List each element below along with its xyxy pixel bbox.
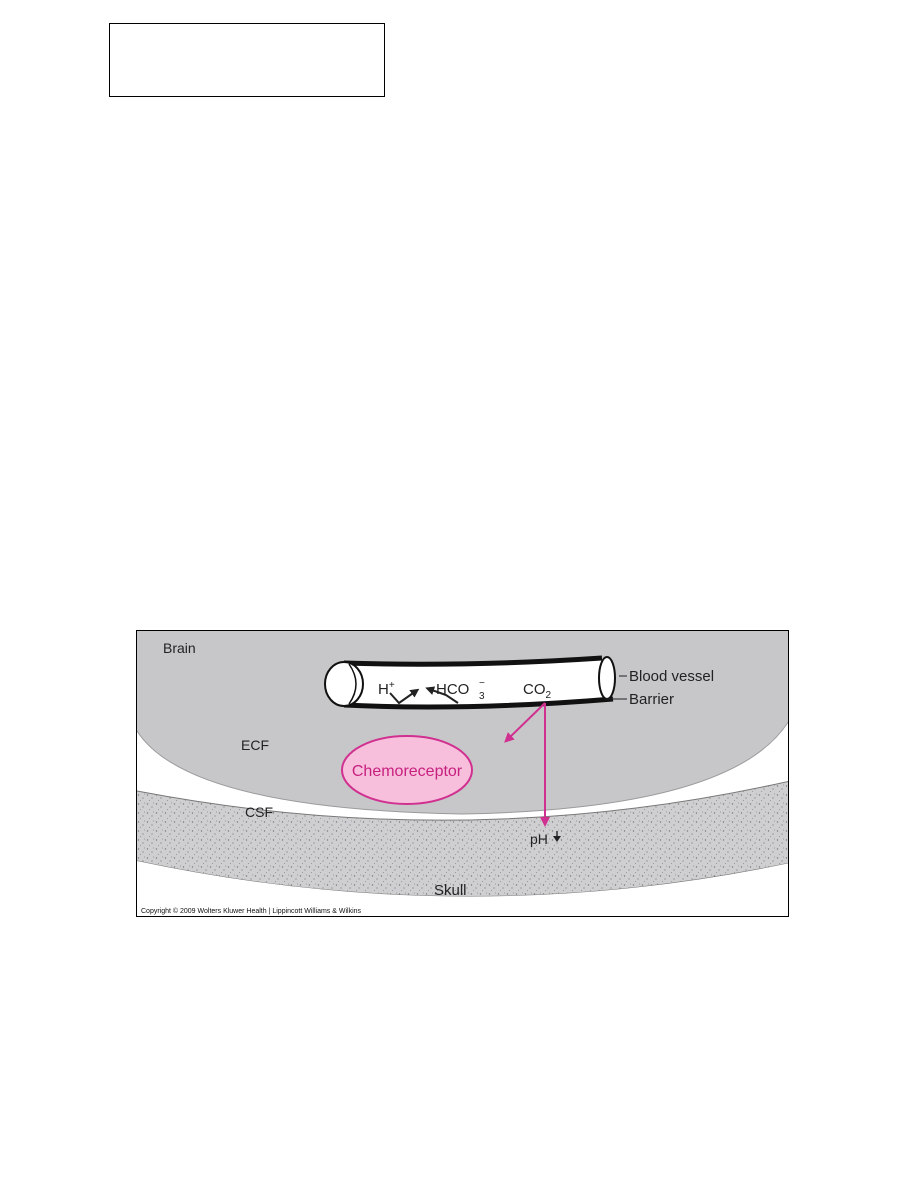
- brain-region: [137, 631, 788, 814]
- co2-label: CO2: [523, 681, 552, 701]
- ph-label: pH: [530, 831, 548, 847]
- chemoreceptor: [341, 735, 473, 805]
- blood-vessel: [324, 655, 616, 710]
- empty-header-box: [109, 23, 385, 97]
- h-plus-label: H+: [378, 680, 395, 698]
- csf-label: CSF: [245, 804, 273, 820]
- skull-band: [137, 781, 788, 897]
- co2-to-chemoreceptor-arrow: [504, 702, 546, 743]
- ph-down-arrow: [553, 831, 561, 842]
- reaction-arrows: [389, 686, 459, 705]
- chemoreceptor-label: Chemoreceptor: [352, 763, 463, 780]
- barrier-label: Barrier: [629, 691, 674, 708]
- ecf-label: ECF: [241, 737, 269, 753]
- copyright-notice: Copyright © 2009 Wolters Kluwer Health |…: [141, 908, 362, 915]
- brain-label: Brain: [163, 640, 196, 656]
- skull-label: Skull: [434, 882, 467, 899]
- blood-vessel-label: Blood vessel: [629, 668, 714, 685]
